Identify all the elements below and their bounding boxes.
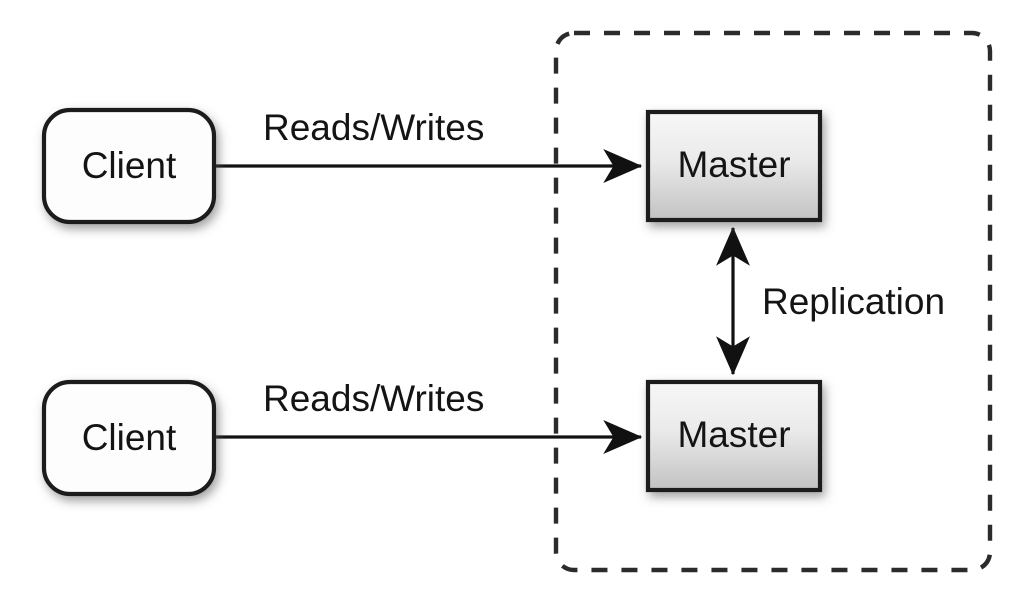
client-top-label: Client — [82, 145, 177, 186]
node-client-top[interactable]: Client — [41, 107, 217, 225]
client-bottom-shape[interactable] — [41, 379, 217, 497]
edge-label-reads-writes-bottom: Reads/Writes — [263, 378, 484, 419]
master-bottom-label: Master — [677, 414, 790, 455]
node-client-bottom[interactable]: Client — [41, 379, 217, 497]
node-master-bottom[interactable]: Master — [645, 379, 823, 493]
client-top-shape[interactable] — [41, 107, 217, 225]
master-bottom-shape[interactable] — [645, 379, 823, 493]
master-top-label: Master — [677, 144, 790, 185]
master-top-shape[interactable] — [645, 109, 823, 223]
client-bottom-label: Client — [82, 417, 177, 458]
edge-label-replication: Replication — [762, 281, 945, 322]
edge-label-reads-writes-top: Reads/Writes — [263, 107, 484, 148]
node-master-top[interactable]: Master — [645, 109, 823, 223]
replication-cluster-boundary — [553, 30, 993, 573]
